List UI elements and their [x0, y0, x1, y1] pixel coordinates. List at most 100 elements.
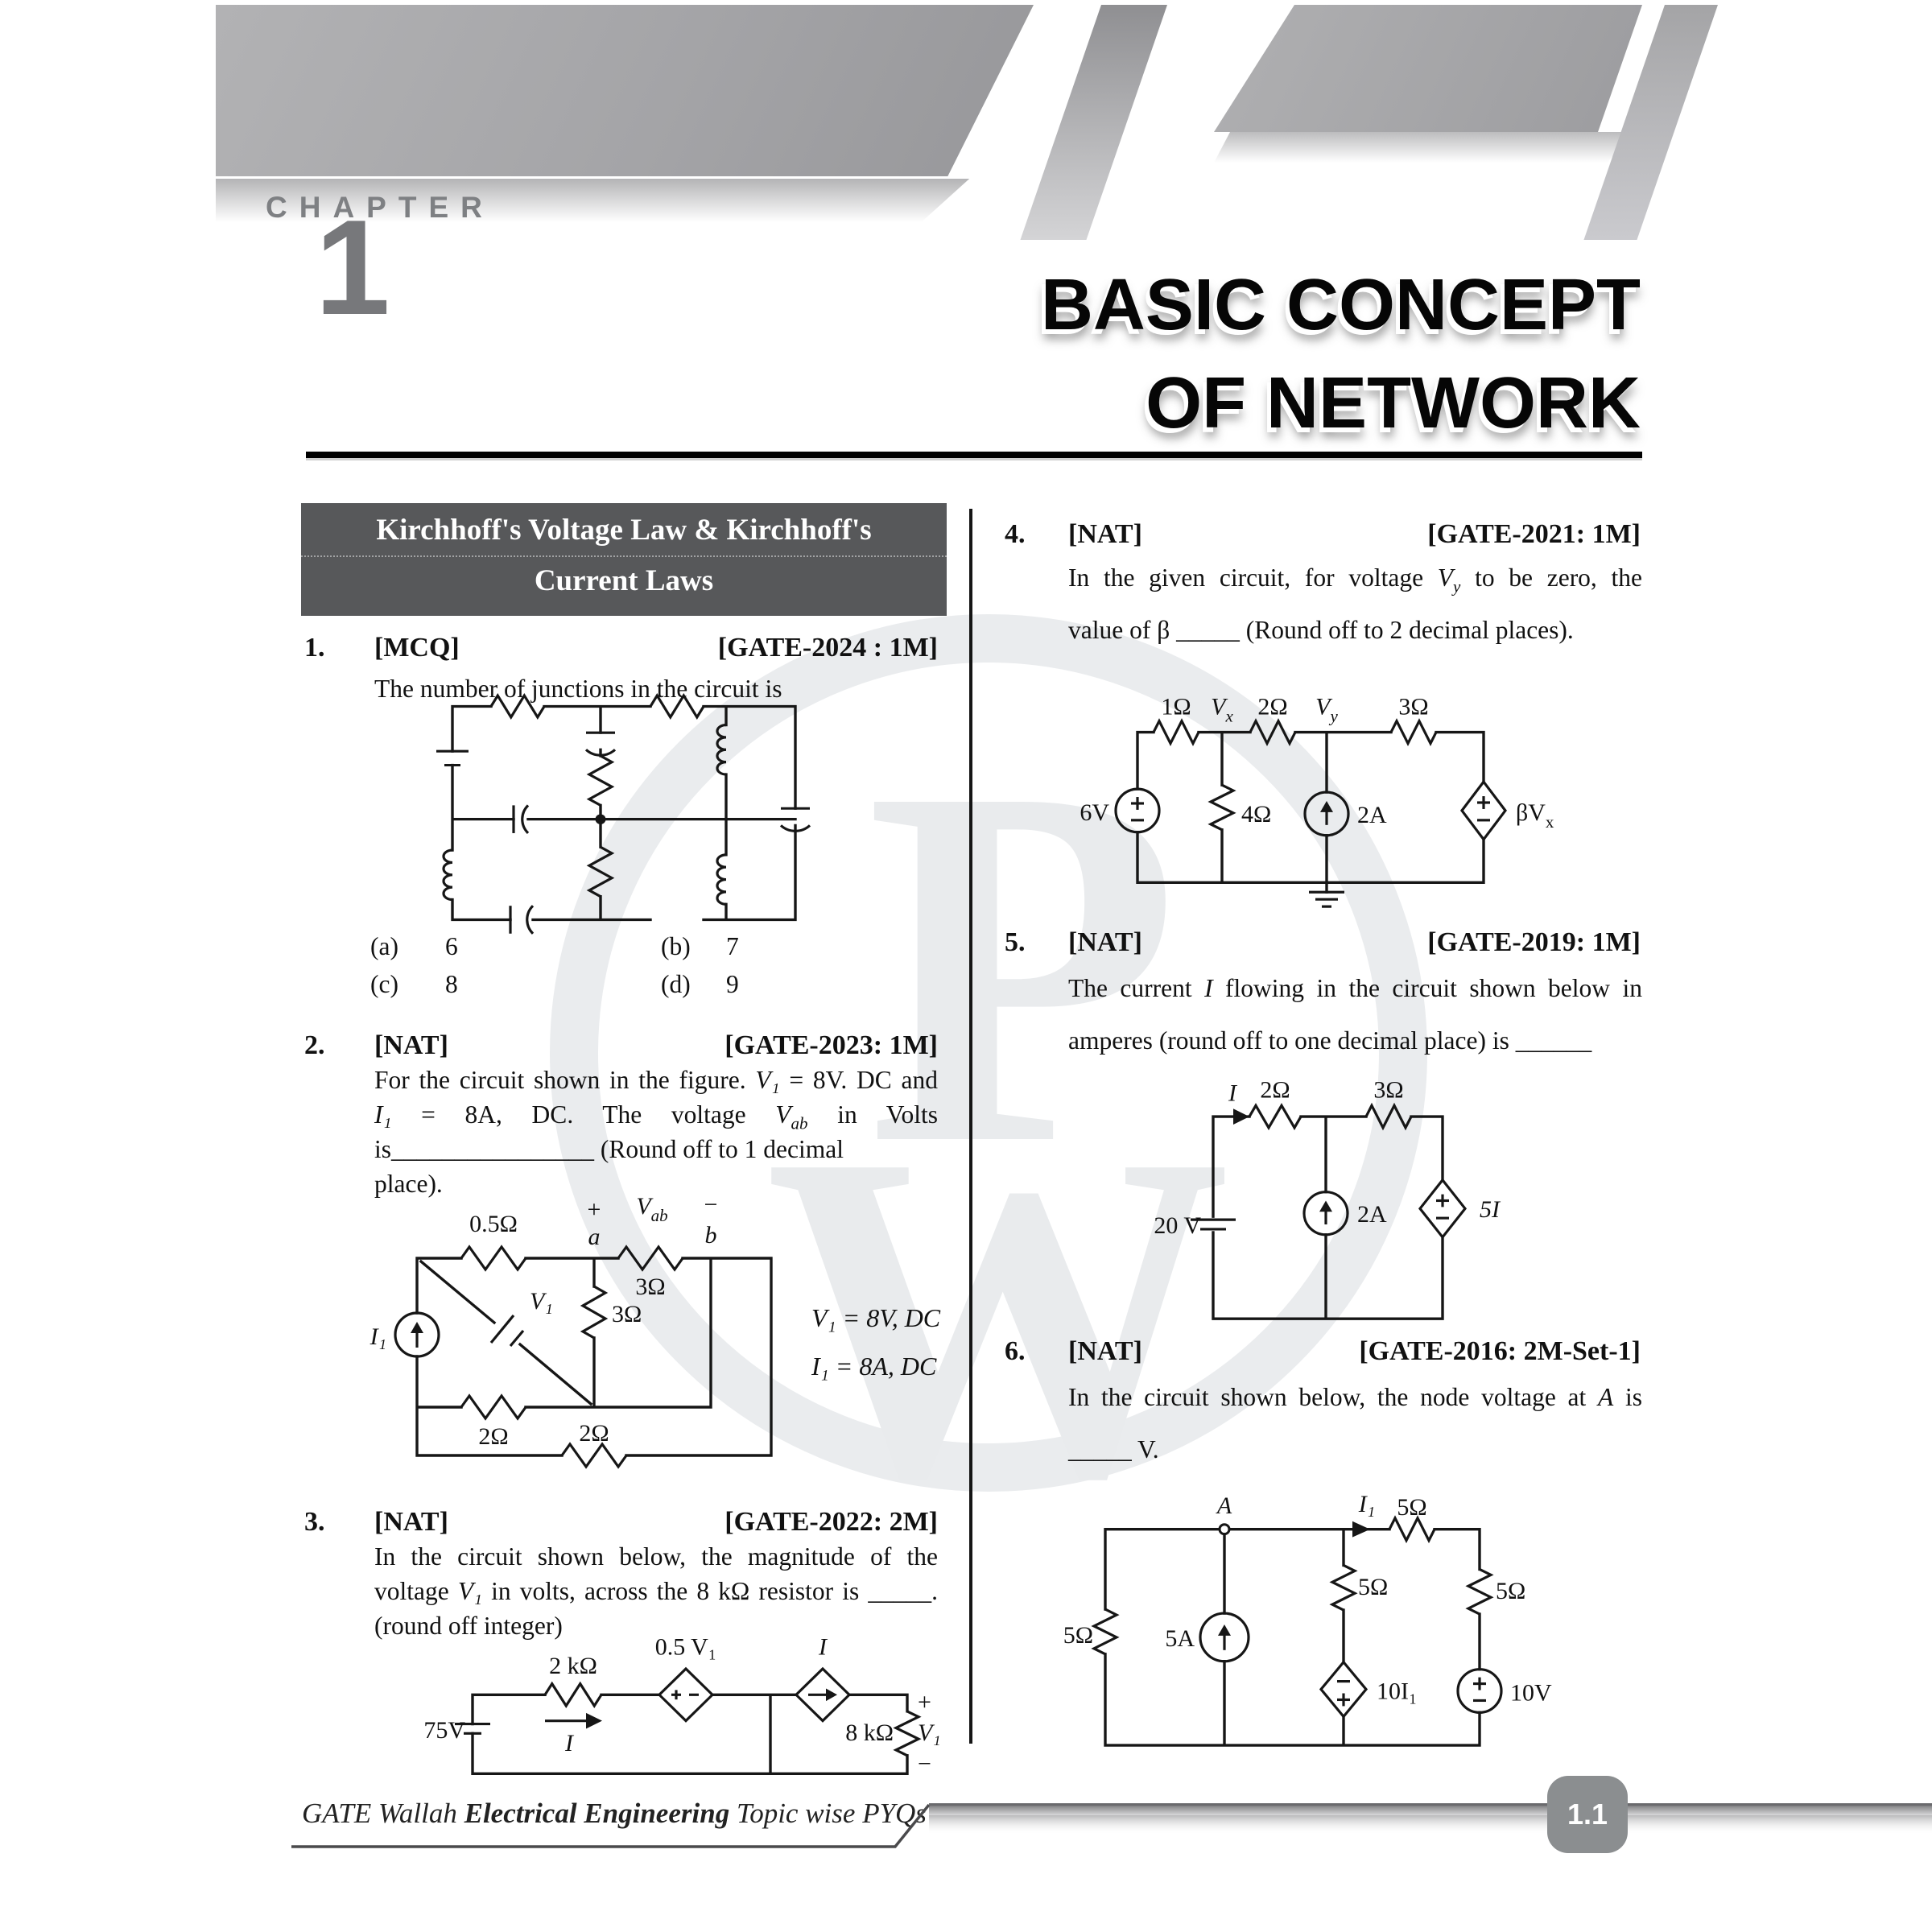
polarity-plus: +: [918, 1690, 931, 1715]
chapter-title-line1: BASIC CONCEPT: [1040, 265, 1641, 345]
source-label: 5A: [1165, 1625, 1195, 1652]
source-label: 2A: [1357, 802, 1387, 828]
resistor-label: 2Ω: [1257, 694, 1287, 720]
node-b-label: b: [705, 1222, 717, 1249]
current-arrow-icon: [1233, 1108, 1249, 1125]
dependent-voltage-source-icon: [657, 1666, 715, 1723]
ground-icon: [1309, 890, 1344, 908]
option-a-value: 6: [445, 932, 458, 960]
source-label: βVx: [1516, 799, 1554, 832]
resistor-icon: [461, 1247, 526, 1269]
battery-icon: [436, 749, 469, 767]
source-label: I₁: [369, 1323, 386, 1350]
question-number: 4.: [1005, 519, 1026, 549]
dependent-current-source-icon: [794, 1666, 852, 1723]
text-run: In the circuit shown below, the node vol…: [1068, 1383, 1598, 1411]
banner-left-shadow: [216, 179, 970, 222]
voltage-label: V₁: [918, 1720, 941, 1746]
capacitor-icon: [509, 905, 535, 935]
variable: V: [775, 1100, 791, 1129]
resistor-label: 3Ω: [612, 1301, 642, 1327]
question-2-text-line2: I₁ = 8A, DC. The voltage Vab in Volts: [374, 1100, 938, 1133]
question-type-label: [NAT]: [374, 1507, 448, 1537]
source-label: 10V: [1510, 1680, 1552, 1707]
circuit-figure-q5: I 2Ω 3Ω 20 V 2A 5I: [1154, 1077, 1501, 1320]
resistor-icon: [1152, 720, 1200, 745]
dependent-voltage-source-icon: [1319, 1660, 1368, 1719]
footer-brand-suffix: Topic wise PYQs: [729, 1798, 927, 1829]
question-type-label: [NAT]: [1068, 1336, 1142, 1366]
question-2-header: 2. [NAT] [GATE-2023: 1M]: [304, 1030, 938, 1063]
question-5-text-line1: The current I flowing in the circuit sho…: [1068, 974, 1642, 1003]
chapter-label: CHAPTER: [266, 191, 494, 224]
circuit-figure-q3: 2 kΩ 0.5 V₁ I I 75V 8 kΩ V₁ + −: [423, 1635, 941, 1777]
resistor-icon: [649, 694, 705, 719]
question-2-text-line3: is________________ (Round off to 1 decim…: [374, 1135, 844, 1163]
capacitor-icon: [512, 804, 530, 835]
text-run: = 8V. DC and: [779, 1066, 938, 1094]
text-run: in Volts: [807, 1100, 938, 1129]
resistor-icon: [1388, 1517, 1436, 1542]
question-2-text-line4: place).: [374, 1170, 443, 1198]
question-3-text-line2: voltage V₁ in volts, across the 8 kΩ res…: [374, 1577, 938, 1606]
source-label: 20 V: [1154, 1212, 1201, 1239]
resistor-icon: [1331, 1563, 1356, 1612]
current-arrow-icon: [545, 1712, 602, 1729]
circuit-note-v: V₁ = 8V, DC: [811, 1303, 941, 1332]
resistor-label: 5Ω: [1358, 1574, 1388, 1600]
circuit-figure-q2: 0.5Ω + Vab − a b 3Ω 3Ω V₁ I₁ 2Ω 2Ω V₁ = …: [369, 1191, 941, 1468]
source-label: 5I: [1480, 1196, 1501, 1223]
question-4-text-line2: value of β _____ (Round off to 2 decimal…: [1068, 616, 1574, 644]
variable: A: [1598, 1383, 1614, 1411]
variable: V: [1437, 564, 1454, 592]
capacitor-icon: [584, 731, 617, 757]
variable: I: [1204, 974, 1213, 1002]
pw-watermark-letter-w: W: [765, 1058, 1232, 1575]
section-heading-line2: Current Laws: [534, 564, 714, 597]
polarity-minus: −: [918, 1752, 931, 1777]
source-label: I: [818, 1635, 828, 1661]
resistor-icon: [588, 754, 613, 807]
resistor-label: 4Ω: [1241, 801, 1271, 828]
inductor-icon: [716, 853, 728, 906]
source-label: 75V: [423, 1718, 465, 1744]
text-run: The current: [1068, 974, 1205, 1002]
polarity-minus: −: [704, 1191, 718, 1218]
option-b-label: (b): [661, 932, 691, 960]
option-a-label: (a): [370, 932, 398, 960]
question-5-header: 5. [NAT] [GATE-2019: 1M]: [1005, 927, 1641, 960]
question-type-label: [MCQ]: [374, 633, 460, 663]
banner-right-panel: [1214, 5, 1642, 132]
footer-brand-prefix: GATE Wallah: [302, 1798, 464, 1829]
node-a-label: A: [1216, 1492, 1232, 1519]
resistor-label: 3Ω: [635, 1274, 665, 1300]
resistor-icon: [562, 1444, 626, 1467]
question-number: 5.: [1005, 927, 1026, 957]
footer-brand: GATE Wallah Electrical Engineering Topic…: [302, 1798, 927, 1830]
question-number: 2.: [304, 1030, 325, 1060]
resistor-label: 3Ω: [1373, 1077, 1403, 1104]
chapter-number: 1: [315, 192, 390, 343]
resistor-icon: [461, 1396, 526, 1418]
chapter-title-line2: OF NETWORK: [1146, 363, 1641, 444]
question-5-text-line2: amperes (round off to one decimal place)…: [1068, 1026, 1592, 1055]
resistor-icon: [1364, 1104, 1413, 1129]
text-run: For the circuit shown in the figure.: [374, 1066, 756, 1094]
question-number: 1.: [304, 633, 325, 663]
node-dot: [595, 814, 606, 824]
battery-icon: [1191, 1218, 1236, 1231]
option-d-value: 9: [726, 970, 739, 998]
gate-tag: [GATE-2021: 1M]: [1427, 519, 1641, 549]
gate-tag: [GATE-2022: 2M]: [724, 1507, 938, 1537]
circuit-figure-q1: [436, 694, 811, 935]
resistor-icon: [1209, 783, 1235, 832]
resistor-label: 5Ω: [1063, 1622, 1093, 1649]
node-vy-label: Vy: [1315, 694, 1338, 726]
circuit-note-i: I₁ = 8A, DC: [811, 1352, 937, 1381]
source-label: V₁: [530, 1288, 553, 1315]
resistor-icon: [588, 845, 613, 898]
resistor-icon: [1467, 1567, 1492, 1616]
text-run: voltage: [374, 1577, 458, 1605]
text-run: to be zero, the: [1460, 564, 1643, 592]
